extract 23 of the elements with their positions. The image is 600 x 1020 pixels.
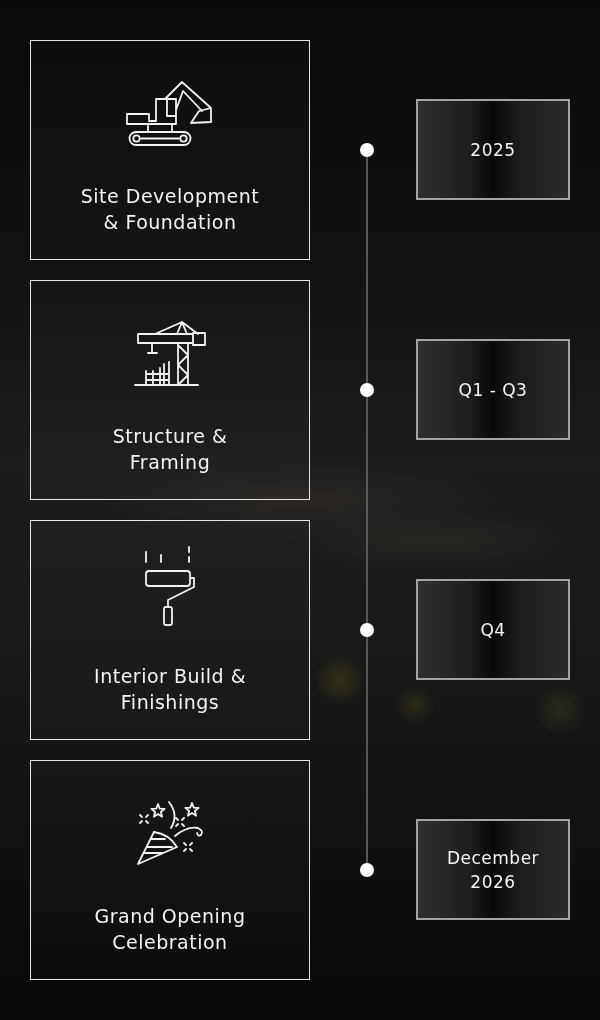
timeline-line [366,156,368,384]
date-text: Q4 [480,618,506,642]
phase-title: Structure & Framing [111,424,229,475]
date-box [416,819,570,920]
timeline-dot [360,143,374,157]
timeline-dot [360,863,374,877]
phase-box [30,40,310,260]
phase-box [30,520,310,740]
phase-box [30,280,310,500]
timeline-line [366,396,368,624]
phase-box [30,760,310,980]
phase-title: Grand Opening Celebration [93,904,247,955]
phase-title: Site Development & Foundation [79,184,261,235]
date-box [416,579,570,680]
date-text: Q1 - Q3 [458,378,528,402]
timeline-dot [360,623,374,637]
date-text: 2025 [470,138,516,162]
date-text: December 2026 [445,846,541,894]
date-box [416,339,570,440]
phase-title: Interior Build & Finishings [93,664,247,715]
timeline-line [366,636,368,864]
date-box [416,99,570,200]
timeline-dot [360,383,374,397]
